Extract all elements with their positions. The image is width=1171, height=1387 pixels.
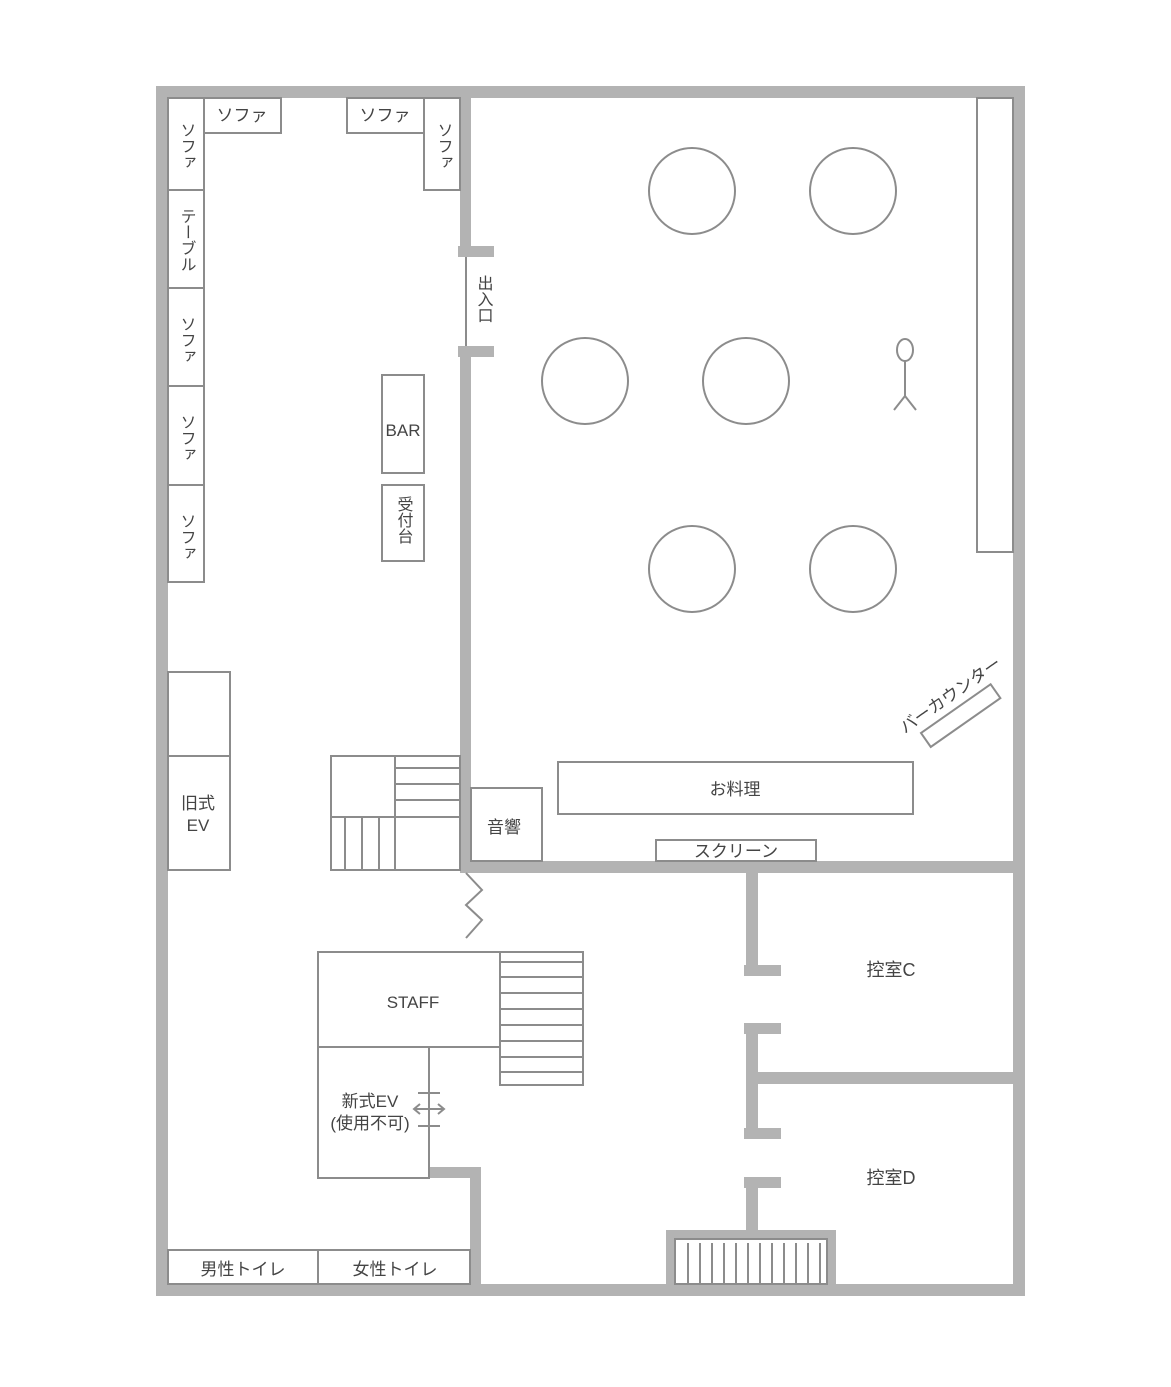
- round-table: [809, 147, 897, 235]
- wall-toilet-top: [429, 1167, 481, 1178]
- waiting-rooms: 控室C 控室D: [867, 960, 916, 1188]
- staff-area: STAFF 新式EV (使用不可): [317, 951, 584, 1179]
- bar: [381, 374, 425, 474]
- reception-desk: [381, 484, 425, 562]
- wall-right: [1013, 86, 1025, 1296]
- waiting-room-c-label: 控室C: [867, 960, 916, 980]
- round-table: [648, 147, 736, 235]
- round-table: [702, 337, 790, 425]
- wall-hall-south: [460, 861, 1020, 873]
- sofa-left-1: [167, 97, 205, 191]
- old-ev: [167, 755, 231, 871]
- outer-walls: [156, 86, 1025, 1296]
- new-ev-label-1: 新式EV: [342, 1092, 399, 1111]
- old-ev-label-1: 旧式: [181, 794, 215, 813]
- entrance-jamb-top: [458, 246, 494, 257]
- table-left: [167, 189, 205, 289]
- sofa-top-2-label: ソファ: [360, 106, 411, 125]
- wall-top: [156, 86, 1025, 98]
- door-arrow-icon: [412, 1092, 446, 1127]
- wall-waiting-west-1: [746, 866, 758, 976]
- sofa-top-1-label: ソファ: [217, 106, 268, 125]
- interior-walls: [429, 92, 1022, 1292]
- table-left-label: テーブル: [178, 208, 196, 272]
- screen: [655, 839, 817, 862]
- lounge-furniture: ソファ テーブル ソファ ソファ ソファ ソファ ソファ ソファ BAR 受付台…: [167, 97, 494, 583]
- sofa-left-1-label: ソファ: [178, 122, 195, 170]
- womens-toilet-label: 女性トイレ: [353, 1260, 438, 1279]
- bar-label: BAR: [386, 421, 421, 440]
- sofa-left-4: [167, 484, 205, 583]
- main-hall: バーカウンター お料理 音響 スクリーン: [470, 97, 1014, 862]
- break-line: [464, 872, 484, 939]
- wall-hall-west-upper: [460, 92, 471, 252]
- door-jamb-d-bottom: [744, 1177, 781, 1188]
- door-jamb-c-bottom: [744, 1023, 781, 1034]
- screen-label: スクリーン: [694, 842, 778, 861]
- toilets: 男性トイレ 女性トイレ: [167, 1249, 471, 1285]
- old-ev-shaft-top: [167, 671, 231, 757]
- staff-label: STAFF: [387, 993, 440, 1012]
- sofa-top-1: [203, 97, 282, 134]
- old-ev-label-2: EV: [187, 816, 210, 835]
- mens-toilet-label: 男性トイレ: [201, 1260, 286, 1279]
- old-ev-area: 旧式 EV: [167, 671, 484, 939]
- round-table: [809, 525, 897, 613]
- round-table: [648, 525, 736, 613]
- round-table: [541, 337, 629, 425]
- wall-stair-bottom-top: [666, 1230, 836, 1239]
- sofa-left-4-label: ソファ: [178, 513, 195, 561]
- entrance-label: 出入口: [475, 275, 494, 323]
- entrance-jamb-bottom: [458, 346, 494, 357]
- wall-waiting-west-3: [746, 1177, 758, 1242]
- waiting-room-d-label: 控室D: [867, 1168, 916, 1188]
- wall-c-d-divider: [752, 1072, 1022, 1084]
- door-jamb-d-top: [744, 1128, 781, 1139]
- sofa-right-label: ソファ: [435, 122, 452, 170]
- wall-bottom: [156, 1284, 1025, 1296]
- wall-toilet-east: [470, 1167, 481, 1292]
- person-icon: [893, 338, 917, 411]
- sofa-left-2-label: ソファ: [178, 316, 195, 364]
- bar-counter: [919, 682, 1002, 749]
- staff-room: [317, 951, 501, 1048]
- cuisine-label: お料理: [710, 780, 761, 799]
- mens-toilet: [167, 1249, 319, 1285]
- bottom-stairs: [674, 1238, 828, 1285]
- womens-toilet: [317, 1249, 471, 1285]
- sofa-left-3-label: ソファ: [178, 414, 195, 462]
- wall-stair-bottom-left: [666, 1230, 675, 1290]
- sound-label: 音響: [487, 818, 521, 837]
- door-jamb-c-top: [744, 965, 781, 976]
- new-ev-label-2: (使用不可): [330, 1113, 409, 1133]
- sofa-top-2: [346, 97, 425, 134]
- wall-hall-west-lower: [460, 350, 471, 872]
- cuisine-table: [557, 761, 914, 815]
- staff-stairs: [499, 951, 584, 1086]
- sound-booth: [470, 787, 543, 862]
- wall-left: [156, 86, 168, 1296]
- sofa-right: [423, 97, 461, 191]
- new-ev: [317, 1046, 430, 1179]
- bottom-stairs-box: [674, 1238, 828, 1285]
- wall-stair-bottom-right: [827, 1230, 836, 1290]
- reception-label: 受付台: [395, 496, 414, 544]
- stage: [976, 97, 1014, 553]
